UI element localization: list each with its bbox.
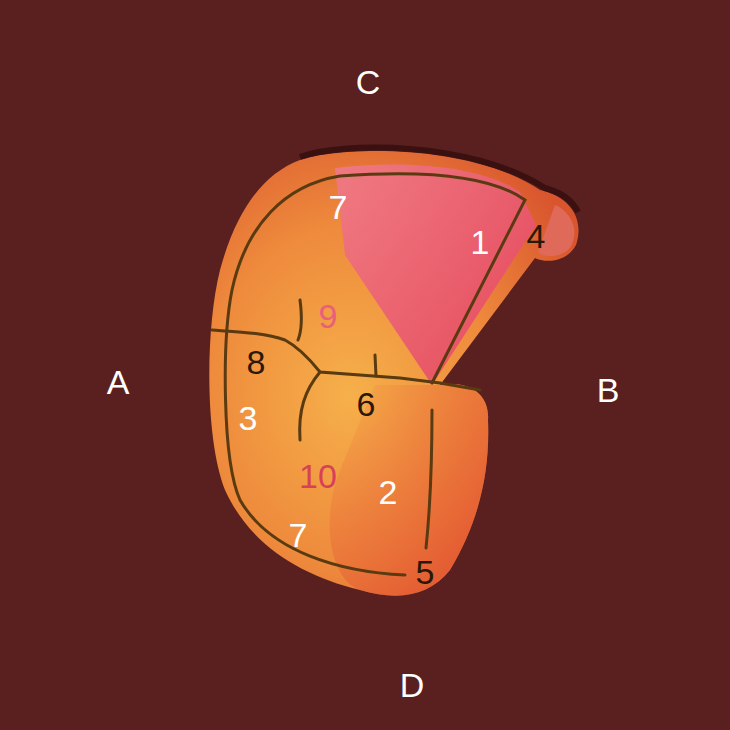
callout-number: 5 (416, 555, 435, 589)
callout-number: 10 (299, 459, 337, 493)
view-letter: D (400, 668, 425, 702)
callout-number: 1 (471, 225, 490, 259)
callout-number: 2 (379, 475, 398, 509)
lower-region (330, 384, 489, 596)
callout-number: 7 (289, 518, 308, 552)
callout-number: 6 (357, 387, 376, 421)
border-lines (212, 174, 525, 575)
callout-number: 8 (247, 345, 266, 379)
callout-number: 9 (319, 299, 338, 333)
view-letter: C (356, 65, 381, 99)
upper-region (335, 165, 536, 385)
callout-number: 7 (329, 190, 348, 224)
callout-number: 4 (527, 219, 546, 253)
callout-number: 3 (239, 401, 258, 435)
spleen-outline (209, 151, 578, 596)
view-letter: A (107, 365, 130, 399)
view-letter: B (597, 373, 620, 407)
